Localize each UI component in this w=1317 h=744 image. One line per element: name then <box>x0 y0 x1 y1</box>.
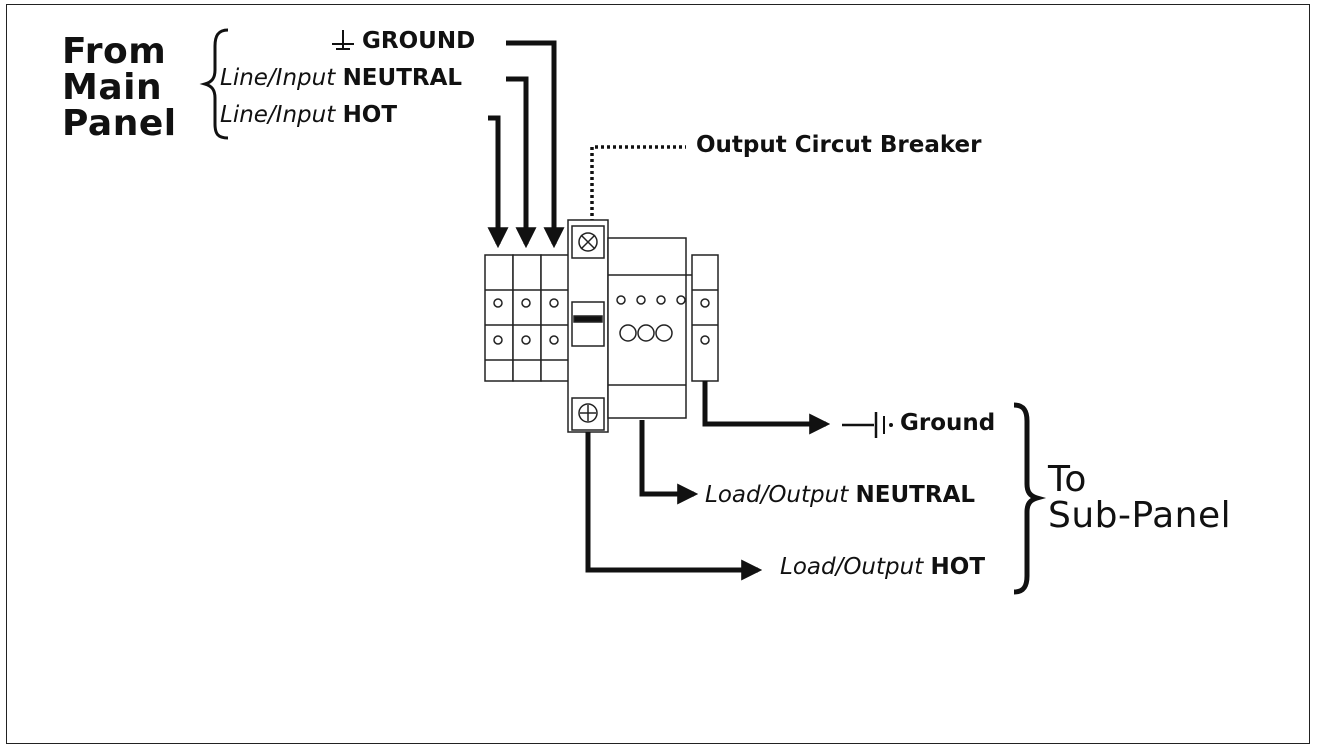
breaker-label: Output Circut Breaker <box>696 132 982 158</box>
ground-input-wire <box>506 40 565 249</box>
output-ground-label: Ground <box>900 410 996 436</box>
breaker-leader <box>590 145 686 222</box>
neutral-input-wire <box>506 76 537 249</box>
destination-heading-line2: Sub-Panel <box>1048 495 1232 536</box>
ground-output-wire <box>702 381 831 435</box>
input-hot-label: Line/Input HOT <box>220 102 398 128</box>
breaker-assembly <box>484 219 719 433</box>
input-ground-label: GROUND <box>362 28 476 54</box>
destination-heading-line1: To <box>1048 459 1087 500</box>
input-neutral-label: Line/Input NEUTRAL <box>220 65 463 91</box>
hot-input-wire <box>487 115 509 249</box>
ground-symbol-icon <box>332 30 354 50</box>
source-heading-line3: Panel <box>62 103 177 144</box>
destination-brace <box>1013 402 1047 595</box>
neutral-output-wire <box>639 420 699 505</box>
source-brace <box>199 28 229 140</box>
ground-connection-icon <box>842 412 893 438</box>
output-neutral-label: Load/Output NEUTRAL <box>705 482 976 508</box>
source-heading-line1: From <box>62 31 167 72</box>
hot-output-wire <box>585 432 763 581</box>
output-hot-label: Load/Output HOT <box>780 554 986 580</box>
source-heading-line2: Main <box>62 67 163 108</box>
